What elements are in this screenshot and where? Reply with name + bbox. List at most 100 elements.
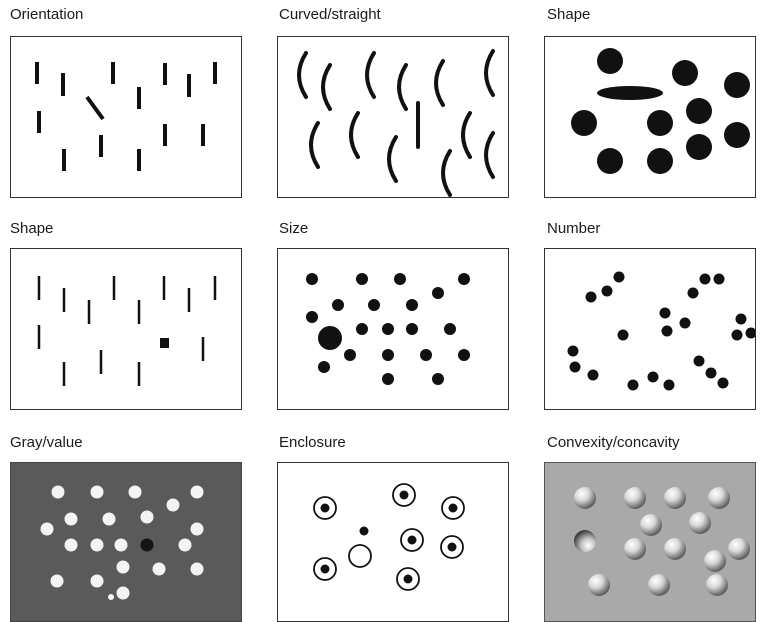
- dot: [356, 323, 368, 335]
- disc: [724, 122, 750, 148]
- white-dot: [108, 594, 114, 600]
- white-dot: [52, 486, 65, 499]
- dot: [628, 380, 639, 391]
- white-dot: [153, 563, 166, 576]
- odd-concave-dent: [574, 530, 596, 552]
- shape-ellipse-figure: [545, 37, 756, 198]
- convex-bump: [624, 487, 646, 509]
- white-dot: [91, 575, 104, 588]
- dot: [648, 372, 659, 383]
- disc: [686, 134, 712, 160]
- panel-convexity-concavity: [544, 462, 756, 622]
- dot: [318, 361, 330, 373]
- dot: [706, 368, 717, 379]
- dot: [714, 274, 725, 285]
- dot: [306, 273, 318, 285]
- white-dot: [141, 511, 154, 524]
- white-dot: [191, 523, 204, 536]
- arc: [436, 61, 443, 105]
- white-dot: [41, 523, 54, 536]
- arc: [311, 123, 318, 167]
- arc: [299, 53, 306, 97]
- dot: [588, 370, 599, 381]
- dot: [614, 272, 625, 283]
- dot: [458, 349, 470, 361]
- white-dot: [179, 539, 192, 552]
- disc: [724, 72, 750, 98]
- convex-bump: [708, 487, 730, 509]
- dot: [746, 328, 757, 339]
- white-dot: [191, 486, 204, 499]
- white-dot: [191, 563, 204, 576]
- dot: [660, 308, 671, 319]
- disc: [647, 148, 673, 174]
- number-figure: [545, 249, 756, 410]
- size-figure: [278, 249, 509, 410]
- dot: [382, 349, 394, 361]
- panel-title-shape-ellipse: Shape: [547, 6, 590, 23]
- odd-tilted-bar: [87, 97, 103, 119]
- disc: [647, 110, 673, 136]
- dot: [332, 299, 344, 311]
- enclosed-dot: [321, 504, 330, 513]
- odd-unenclosed-dot: [360, 527, 369, 536]
- arc: [389, 137, 396, 181]
- dot: [718, 378, 729, 389]
- arc: [486, 133, 493, 177]
- odd-dark-dot: [141, 539, 154, 552]
- odd-flat-ellipse: [597, 86, 663, 100]
- dot: [664, 380, 675, 391]
- dot: [420, 349, 432, 361]
- dot: [570, 362, 581, 373]
- panel-curved-straight: [277, 36, 509, 198]
- panel-title-size: Size: [279, 220, 308, 237]
- curved-straight-figure: [278, 37, 509, 198]
- panel-title-orientation: Orientation: [10, 6, 83, 23]
- white-dot: [129, 486, 142, 499]
- arc: [399, 65, 406, 109]
- convex-bump: [588, 574, 610, 596]
- convex-bump: [648, 574, 670, 596]
- dot: [406, 299, 418, 311]
- dot: [356, 273, 368, 285]
- dot: [458, 273, 470, 285]
- dot: [662, 326, 673, 337]
- dot: [432, 373, 444, 385]
- dot: [618, 330, 629, 341]
- arc: [463, 113, 470, 157]
- white-dot: [103, 513, 116, 526]
- enclosed-dot: [400, 491, 409, 500]
- dot: [368, 299, 380, 311]
- white-dot: [117, 587, 130, 600]
- dot: [432, 287, 444, 299]
- panel-shape-square: [10, 248, 242, 410]
- dot: [568, 346, 579, 357]
- convex-bump: [664, 487, 686, 509]
- white-dot: [51, 575, 64, 588]
- enclosed-dot: [321, 565, 330, 574]
- arc: [351, 113, 358, 157]
- gray-value-figure: [11, 463, 242, 622]
- white-dot: [91, 486, 104, 499]
- convex-bump: [664, 538, 686, 560]
- white-dot: [65, 539, 78, 552]
- panel-title-gray-value: Gray/value: [10, 434, 83, 451]
- dot: [602, 286, 613, 297]
- white-dot: [65, 513, 78, 526]
- panel-orientation: [10, 36, 242, 198]
- panel-title-shape-square: Shape: [10, 220, 53, 237]
- panel-title-enclosure: Enclosure: [279, 434, 346, 451]
- panel-size: [277, 248, 509, 410]
- convex-bump: [704, 550, 726, 572]
- dot: [382, 323, 394, 335]
- dot: [394, 273, 406, 285]
- odd-square: [160, 338, 169, 348]
- dot: [406, 323, 418, 335]
- convex-bump: [706, 574, 728, 596]
- arc: [486, 51, 493, 95]
- panel-title-number: Number: [547, 220, 600, 237]
- panel-title-curved-straight: Curved/straight: [279, 6, 381, 23]
- dot: [694, 356, 705, 367]
- white-dot: [115, 539, 128, 552]
- disc: [686, 98, 712, 124]
